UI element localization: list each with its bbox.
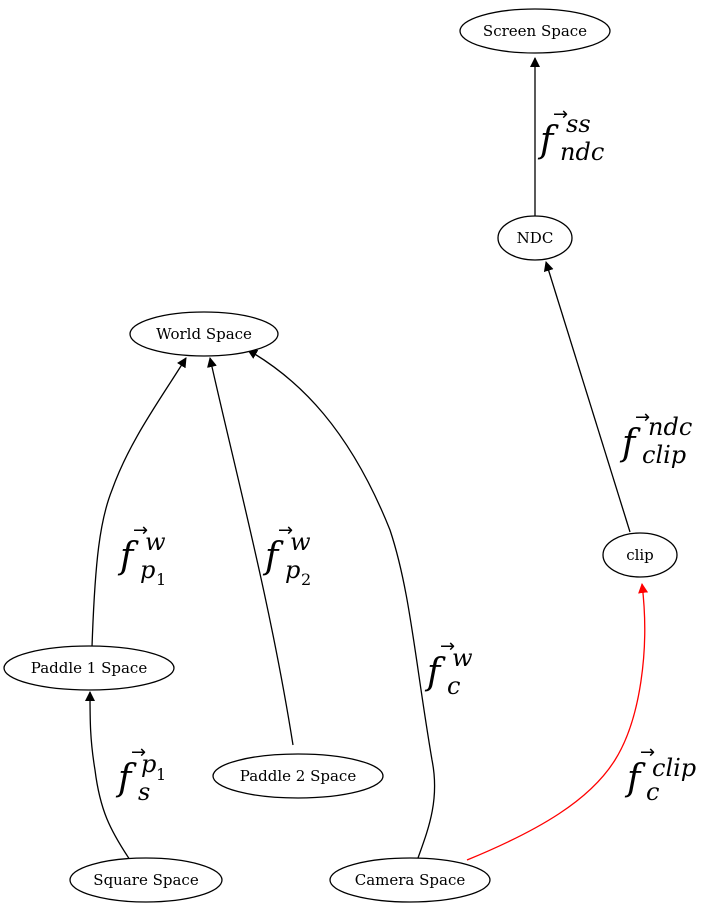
node-camera-space[interactable]: Camera Space (329, 857, 491, 903)
node-label: World Space (156, 325, 252, 343)
edge-label-square-to-paddle1: f → p 1 s (115, 742, 166, 806)
edge-supsub: 1 (156, 765, 166, 784)
edge-path (85, 691, 131, 861)
node-world-space[interactable]: World Space (129, 311, 279, 357)
function-symbol: f (117, 536, 139, 577)
node-label: Paddle 1 Space (31, 659, 148, 677)
edge-sup: p (141, 750, 156, 778)
edge-label-clip-to-ndc: f → ndc clip (619, 407, 692, 469)
edge-camera-to-clip (466, 583, 649, 861)
edge-paddle2-to-world (207, 357, 294, 746)
node-ndc[interactable]: NDC (497, 215, 573, 261)
node-label: Screen Space (483, 22, 587, 40)
edge-sub: clip (642, 441, 686, 469)
edge-path (247, 349, 436, 859)
edge-sub: s (138, 778, 150, 806)
edge-label-paddle1-to-world: f → w p 1 (117, 520, 166, 589)
function-symbol: f (537, 120, 559, 161)
edge-sub: p (285, 556, 300, 584)
vector-arrow-icon: → (553, 104, 568, 125)
function-symbol: f (115, 758, 137, 799)
edge-sub: c (646, 778, 659, 806)
node-label: Camera Space (355, 871, 466, 889)
node-clip[interactable]: clip (602, 532, 678, 578)
edge-subsub: 2 (301, 570, 311, 589)
node-shape (602, 532, 678, 578)
edge-paddle1-to-world (91, 357, 187, 648)
vector-arrow-icon: → (133, 520, 148, 541)
edge-square-to-paddle1 (85, 691, 131, 861)
edge-path (91, 357, 187, 648)
function-symbol: f (424, 652, 446, 693)
node-shape (329, 857, 491, 903)
node-paddle2-space[interactable]: Paddle 2 Space (212, 753, 384, 799)
node-label: clip (626, 546, 654, 564)
vector-arrow-icon: → (278, 520, 293, 541)
edge-sup: w (145, 528, 166, 556)
node-shape (3, 645, 175, 691)
node-screen-space[interactable]: Screen Space (459, 8, 611, 54)
edge-path (466, 583, 649, 861)
edge-sup: ss (566, 110, 591, 138)
node-shape (129, 311, 279, 357)
edge-sub: ndc (560, 138, 604, 166)
edge-sub: p (140, 556, 155, 584)
edge-label-camera-to-clip: f → clip c (624, 742, 696, 806)
node-label: Square Space (93, 871, 199, 889)
edge-sub: c (447, 672, 460, 700)
edge-camera-to-world (247, 349, 436, 859)
edge-sup: ndc (648, 413, 692, 441)
edge-sup: w (452, 644, 473, 672)
edge-subsub: 1 (156, 570, 166, 589)
vector-arrow-icon: → (131, 742, 146, 763)
node-label: NDC (517, 229, 554, 247)
function-symbol: f (624, 758, 646, 799)
node-shape (497, 215, 573, 261)
node-square-space[interactable]: Square Space (69, 857, 223, 903)
edge-label-paddle2-to-world: f → w p 2 (262, 520, 311, 589)
node-paddle1-space[interactable]: Paddle 1 Space (3, 645, 175, 691)
edge-clip-to-ndc (543, 261, 631, 533)
function-symbol: f (619, 423, 641, 464)
vector-arrow-icon: → (640, 742, 655, 763)
node-shape (459, 8, 611, 54)
edge-path (207, 357, 294, 746)
node-shape (212, 753, 384, 799)
edge-sup: clip (652, 754, 696, 782)
vector-arrow-icon: → (440, 636, 455, 657)
node-shape (69, 857, 223, 903)
edge-label-camera-to-world: f → w c (424, 636, 473, 700)
edge-sup: w (290, 528, 311, 556)
vector-arrow-icon: → (635, 407, 650, 428)
edge-label-ndc-to-screen: f → ss ndc (537, 104, 604, 166)
function-symbol: f (262, 536, 284, 577)
node-label: Paddle 2 Space (240, 767, 357, 785)
edge-path (543, 261, 631, 533)
